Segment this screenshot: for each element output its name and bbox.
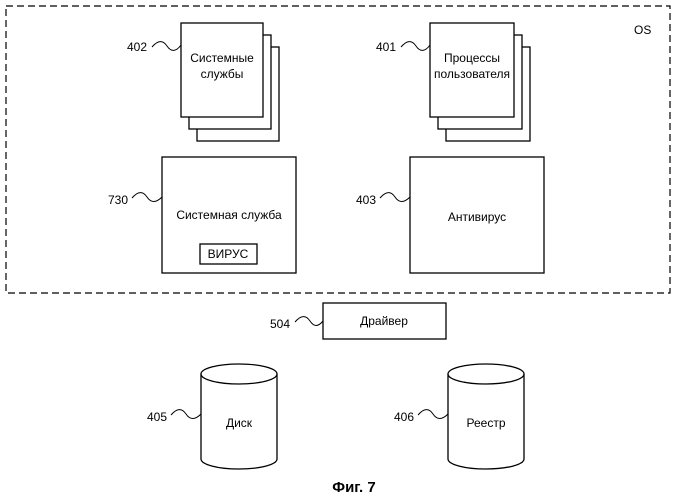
leader-401	[401, 42, 430, 51]
leader-402	[152, 42, 181, 51]
user-processes-label-2: пользователя	[434, 67, 510, 81]
registry-cylinder: Реестр	[448, 364, 524, 469]
os-boundary	[6, 6, 670, 293]
ref-730: 730	[108, 193, 128, 207]
registry-label: Реестр	[467, 416, 506, 430]
ref-402: 402	[127, 40, 147, 54]
user-processes-label-1: Процессы	[444, 51, 500, 65]
figure-caption: Фиг. 7	[332, 479, 375, 496]
disk-label: Диск	[226, 416, 253, 430]
ref-504: 504	[270, 317, 290, 331]
system-service-label: Системная служба	[176, 208, 282, 222]
ref-403: 403	[356, 193, 376, 207]
os-label: OS	[634, 23, 651, 37]
system-services-stack: Системные службы	[181, 23, 279, 141]
leader-405	[171, 410, 201, 419]
user-processes-stack: Процессы пользователя	[430, 23, 530, 141]
system-services-label-2: службы	[201, 67, 244, 81]
ref-405: 405	[147, 410, 167, 424]
antivirus-label: Антивирус	[448, 210, 506, 224]
ref-406: 406	[394, 410, 414, 424]
driver-label: Драйвер	[360, 314, 408, 328]
system-services-label-1: Системные	[190, 51, 254, 65]
leader-730	[132, 193, 162, 202]
leader-406	[418, 410, 448, 419]
leader-504	[295, 317, 323, 326]
disk-cylinder: Диск	[201, 364, 277, 469]
leader-403	[380, 193, 410, 202]
virus-label: ВИРУС	[208, 247, 249, 261]
ref-401: 401	[376, 40, 396, 54]
